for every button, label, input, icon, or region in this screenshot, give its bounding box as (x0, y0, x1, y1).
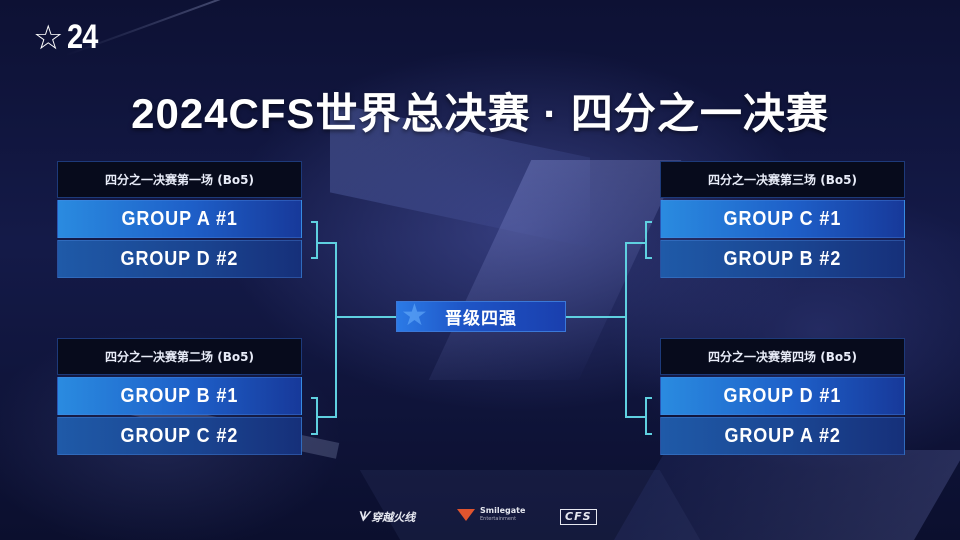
crossfire-logo-text: 穿越火线 (371, 511, 416, 524)
smilegate-logo-subtext: Entertainment (480, 516, 517, 522)
cfs-logo: CFS (560, 509, 597, 525)
star-icon: ☆ (33, 17, 64, 58)
match-card-1: 四分之一决赛第一场 (Bo5) GROUP A #1 GROUP D #2 (57, 161, 302, 278)
match-card-2: 四分之一决赛第二场 (Bo5) GROUP B #1 GROUP C #2 (57, 338, 302, 455)
team-label: GROUP A #1 (121, 207, 238, 230)
page-title: 2024CFS世界总决赛 · 四分之一决赛 (131, 90, 829, 137)
team-label: GROUP C #1 (723, 207, 842, 230)
star-icon: ★ (401, 298, 428, 333)
team-label: GROUP D #2 (120, 247, 239, 270)
team-slot-lower[interactable]: GROUP A #2 (660, 417, 905, 455)
match-card-3: 四分之一决赛第三场 (Bo5) GROUP C #1 GROUP B #2 (660, 161, 905, 278)
smilegate-mark-icon (457, 509, 475, 521)
match-header: 四分之一决赛第二场 (Bo5) (57, 338, 302, 375)
team-label: GROUP A #2 (724, 424, 841, 447)
event-logo-number: 24 (67, 18, 98, 56)
match-card-4: 四分之一决赛第四场 (Bo5) GROUP D #1 GROUP A #2 (660, 338, 905, 455)
badge-label: 晋级四强 (445, 309, 517, 329)
team-label: GROUP C #2 (120, 424, 239, 447)
team-label: GROUP B #1 (120, 384, 239, 407)
team-slot-upper[interactable]: GROUP D #1 (660, 377, 905, 415)
team-slot-upper[interactable]: GROUP C #1 (660, 200, 905, 238)
team-label: GROUP B #2 (723, 247, 842, 270)
match-header: 四分之一决赛第四场 (Bo5) (660, 338, 905, 375)
smilegate-logo-text: Smilegate (480, 506, 526, 515)
crossfire-logo: ᗐ 穿越火线 (357, 509, 415, 525)
team-slot-lower[interactable]: GROUP B #2 (660, 240, 905, 278)
team-slot-upper[interactable]: GROUP B #1 (57, 377, 302, 415)
advance-to-semifinal-badge: ★ 晋级四强 (396, 298, 566, 333)
team-label: GROUP D #1 (723, 384, 842, 407)
event-logo: ☆ 24 (33, 18, 103, 57)
team-slot-upper[interactable]: GROUP A #1 (57, 200, 302, 238)
sponsor-footer: ᗐ 穿越火线 Smilegate Entertainment CFS (0, 507, 960, 531)
match-header: 四分之一决赛第一场 (Bo5) (57, 161, 302, 198)
cf-mark-icon: ᗐ (357, 509, 370, 525)
smilegate-logo: Smilegate Entertainment (457, 507, 525, 523)
team-slot-lower[interactable]: GROUP C #2 (57, 417, 302, 455)
team-slot-lower[interactable]: GROUP D #2 (57, 240, 302, 278)
match-header: 四分之一决赛第三场 (Bo5) (660, 161, 905, 198)
